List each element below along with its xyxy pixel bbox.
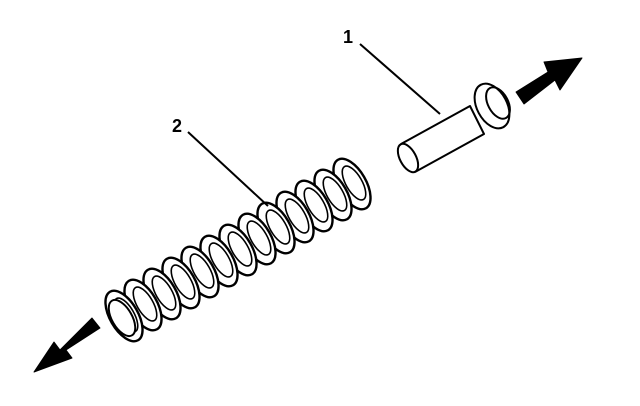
arrow-up-right-icon bbox=[515, 57, 583, 105]
spring-coil-inner bbox=[303, 187, 329, 223]
pin-part bbox=[396, 82, 511, 174]
spring-coil-inner bbox=[322, 176, 348, 212]
spring-coil-inner bbox=[284, 198, 310, 234]
spring-coil-inner bbox=[227, 231, 253, 267]
leader-line-2 bbox=[187, 131, 269, 207]
callout-number-2: 2 bbox=[172, 116, 182, 136]
arrow-down-left-icon bbox=[33, 317, 101, 373]
spring-open-end bbox=[107, 298, 137, 338]
spring-coil-inner bbox=[170, 264, 196, 300]
spring-coil-inner bbox=[341, 165, 367, 201]
spring-part bbox=[104, 157, 372, 343]
spring-coil-inner bbox=[208, 242, 234, 278]
spring-coil-inner bbox=[189, 253, 215, 289]
leader-line-1 bbox=[359, 43, 441, 115]
spring-coil-inner bbox=[151, 275, 177, 311]
spring-coil-inner bbox=[246, 220, 272, 256]
spring-coil-inner bbox=[132, 286, 158, 322]
callout-number-1: 1 bbox=[343, 27, 353, 47]
spring-coil-inner bbox=[265, 209, 291, 245]
